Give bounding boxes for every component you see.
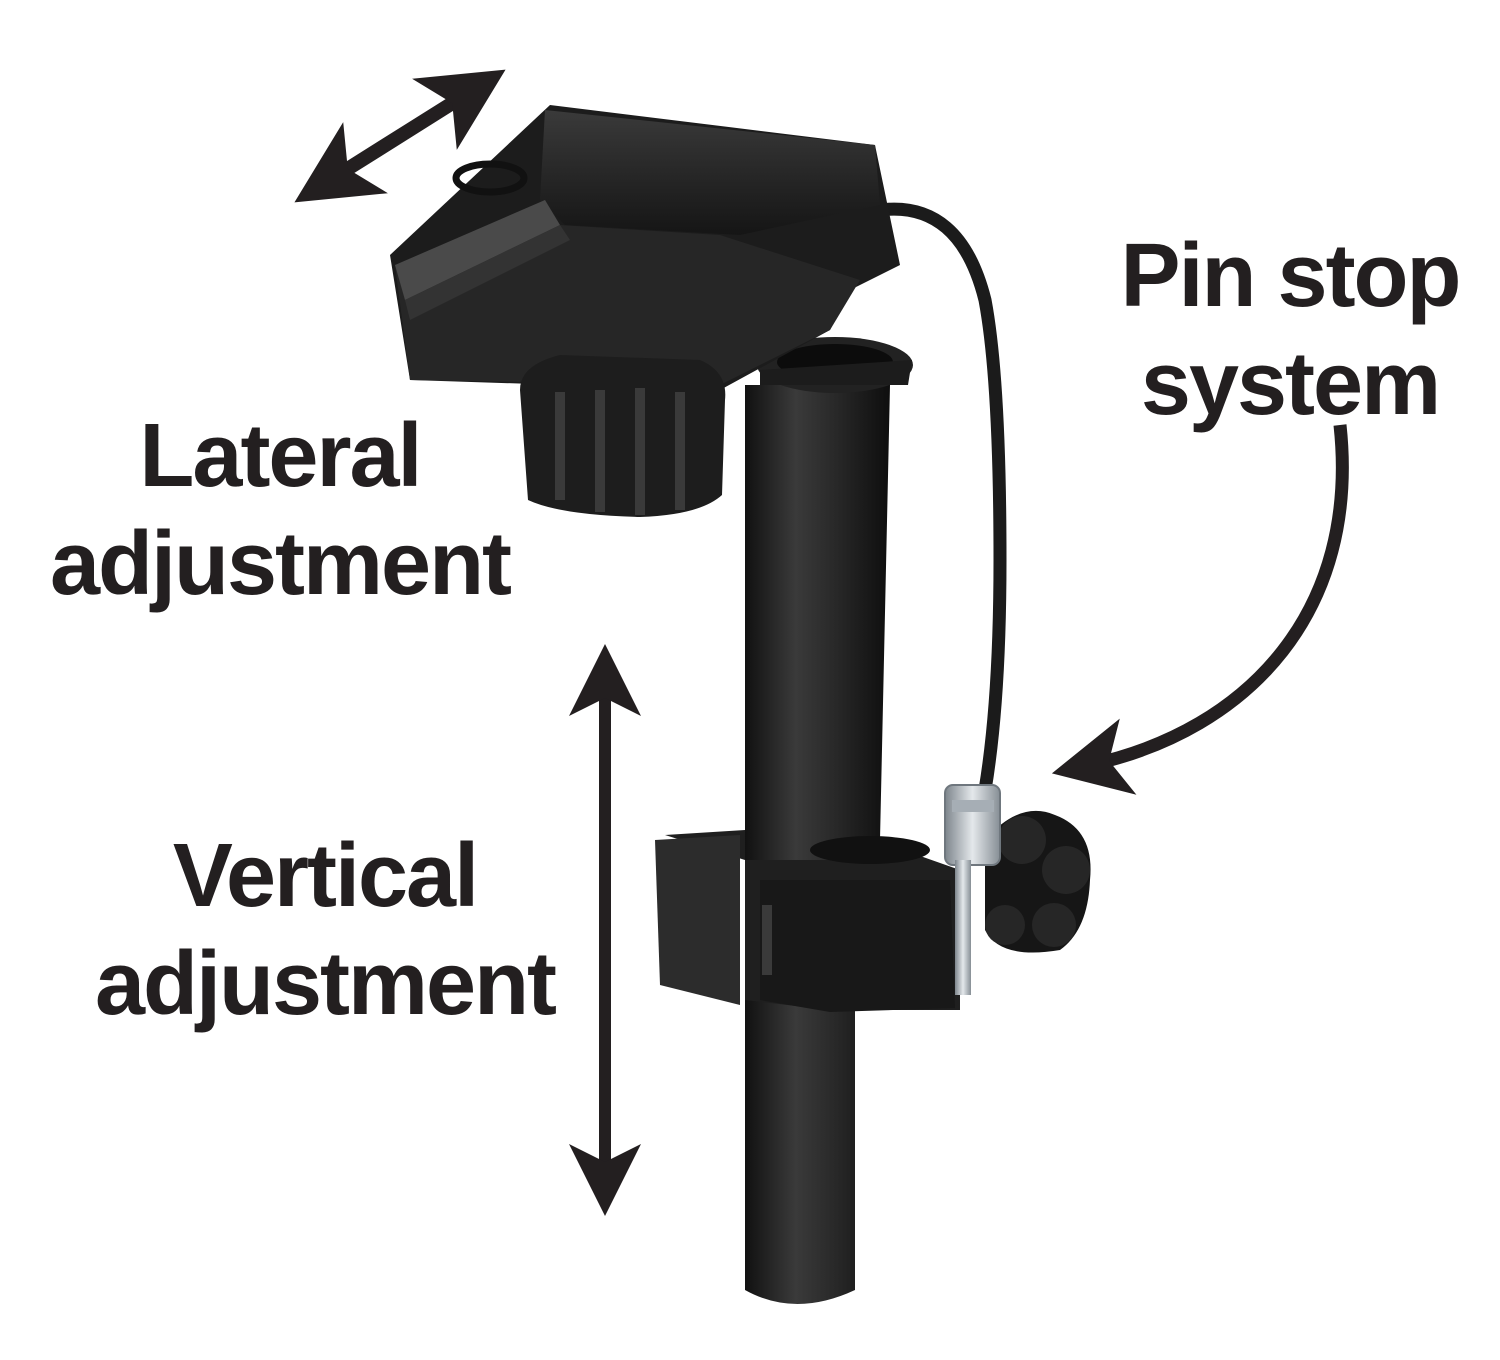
lateral-adjustment-arrow-icon — [294, 69, 506, 203]
vertical-label-line-2: adjustment — [94, 934, 557, 1034]
clamp-knob — [985, 810, 1091, 953]
pin-cable — [873, 202, 1007, 797]
lateral-adjustment-label: Lateral adjustment — [20, 402, 540, 618]
pin-stop-system-label: Pin stop system — [1090, 222, 1490, 438]
pin-stop-pointer-arrow-icon — [1051, 424, 1349, 795]
top-mounting-head — [390, 105, 900, 390]
vertical-label-line-1: Vertical — [172, 826, 479, 926]
lateral-label-line-2: adjustment — [49, 514, 512, 614]
lateral-adjustment-knob — [520, 355, 726, 517]
lateral-label-line-1: Lateral — [139, 406, 422, 506]
vertical-pole — [745, 337, 913, 1304]
pole-clamp — [655, 830, 960, 1012]
vertical-adjustment-label: Vertical adjustment — [60, 822, 590, 1038]
pin-stop-assembly — [944, 784, 1001, 995]
pin-stop-label-line-1: Pin stop — [1120, 226, 1462, 326]
pin-stop-label-line-2: system — [1140, 334, 1441, 434]
